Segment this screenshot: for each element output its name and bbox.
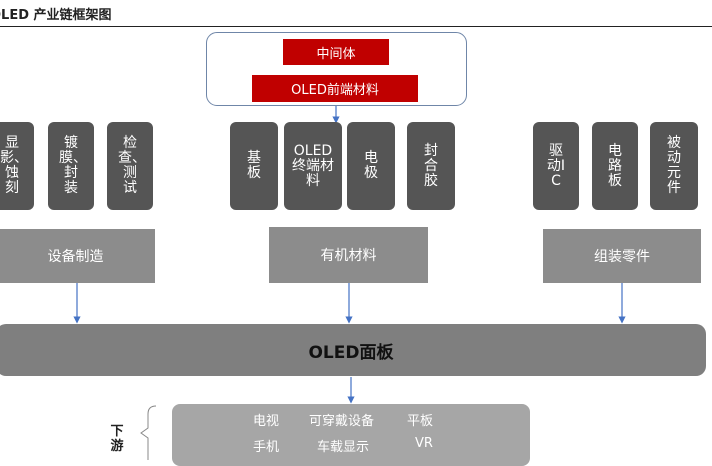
material-item: 封合胶 bbox=[407, 122, 455, 210]
equipment-item: 检查、测试 bbox=[107, 122, 153, 210]
intermediate-box: 中间体 bbox=[283, 39, 389, 65]
equipment-category-box: 设备制造 bbox=[0, 229, 155, 283]
component-item: 被动元件 bbox=[650, 122, 698, 210]
application-vr: VR bbox=[415, 436, 433, 451]
material-item: 基板 bbox=[230, 122, 278, 210]
component-item: 驱动IC bbox=[533, 122, 579, 210]
material-item: OLED终端材料 bbox=[284, 122, 342, 210]
equipment-item: 镀膜、封装 bbox=[48, 122, 94, 210]
downstream-brace bbox=[140, 405, 157, 460]
front-material-box: OLED前端材料 bbox=[252, 75, 418, 102]
application-wearable: 可穿戴设备 bbox=[309, 414, 375, 429]
material-item: 电极 bbox=[347, 122, 395, 210]
applications-box bbox=[172, 404, 530, 466]
downstream-label: 下游 bbox=[110, 424, 124, 454]
title-rule bbox=[0, 26, 712, 27]
application-phone: 手机 bbox=[253, 440, 280, 455]
equipment-item: 显影、蚀刻 bbox=[0, 122, 34, 210]
application-tv: 电视 bbox=[253, 414, 280, 429]
components-category-box: 组装零件 bbox=[543, 229, 701, 283]
oled-panel-bar: OLED面板 bbox=[0, 324, 706, 376]
materials-category-box: 有机材料 bbox=[269, 227, 428, 283]
component-item: 电路板 bbox=[592, 122, 638, 210]
application-car-display: 车载显示 bbox=[317, 440, 370, 455]
diagram-title: OLED 产业链框架图 bbox=[0, 8, 112, 23]
application-tablet: 平板 bbox=[407, 414, 434, 429]
